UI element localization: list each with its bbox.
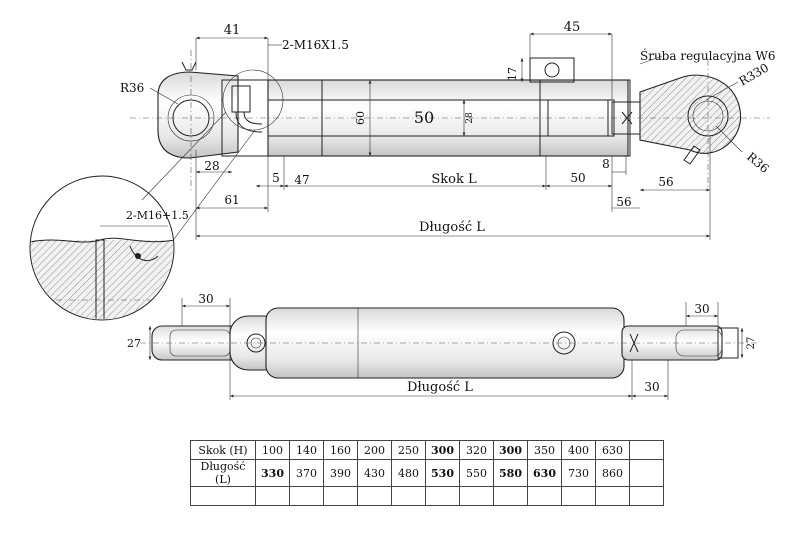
- length-cell: 730: [561, 459, 596, 487]
- detail-thread-callout: 2-M16+1.5: [126, 209, 189, 222]
- empty-cell: [493, 486, 528, 506]
- radius-r36-left: R36: [120, 81, 144, 95]
- stroke-cell: 140: [289, 440, 324, 460]
- length-cell: 430: [357, 459, 392, 487]
- dim-50-bottom: 50: [570, 171, 585, 185]
- detail-marker-circle: [222, 69, 284, 131]
- stroke-cell: 160: [323, 440, 358, 460]
- row-label-length: Długość (L): [190, 459, 256, 487]
- empty-cell: [527, 486, 562, 506]
- dim-5: 5: [272, 171, 280, 185]
- empty-cell: [323, 486, 358, 506]
- detail-view: [29, 175, 175, 321]
- length-label-side: Długość L: [407, 380, 473, 395]
- dim-45: 45: [564, 20, 581, 35]
- port-bore: [231, 85, 251, 113]
- side-dim-27-left: 27: [127, 337, 141, 350]
- port-block: [529, 57, 575, 83]
- screw-label: Śruba regulacyjna W6: [640, 47, 775, 63]
- stroke-cell: 400: [561, 440, 596, 460]
- dim-61: 61: [224, 193, 239, 207]
- empty-cell: [357, 486, 392, 506]
- empty-cell: [391, 486, 426, 506]
- top-sectional-view: [130, 32, 770, 259]
- dim-56-lower: 56: [616, 195, 631, 209]
- side-external-view: [140, 298, 760, 400]
- stroke-cell: 350: [527, 440, 562, 460]
- stroke-cell: 300: [493, 440, 528, 460]
- empty-cell: [459, 486, 494, 506]
- stroke-cell: 100: [255, 440, 290, 460]
- thread-callout-top: 2-M16X1.5: [282, 38, 349, 52]
- empty-cell: [561, 486, 596, 506]
- length-cell: 860: [595, 459, 630, 487]
- stroke-cell: 320: [459, 440, 494, 460]
- dim-47: 47: [294, 173, 309, 187]
- empty-cell: [629, 486, 664, 506]
- radius-r36-right: R36: [744, 150, 772, 176]
- length-cell: 550: [459, 459, 494, 487]
- stroke-cell: 200: [357, 440, 392, 460]
- length-cell: 630: [527, 459, 562, 487]
- empty-cell: [255, 486, 290, 506]
- radius-r330: R330: [737, 60, 772, 88]
- length-label-top: Długość L: [419, 220, 485, 235]
- side-dim-30-left: 30: [198, 292, 213, 306]
- length-cell: 480: [391, 459, 426, 487]
- dim-8: 8: [602, 157, 610, 171]
- stroke-cell: 250: [391, 440, 426, 460]
- empty-cell: [629, 459, 664, 487]
- empty-cell: [190, 486, 256, 506]
- stroke-cell: 630: [595, 440, 630, 460]
- dim-60: 60: [354, 111, 367, 125]
- dim-17: 17: [506, 67, 519, 81]
- empty-cell: [289, 486, 324, 506]
- side-dim-30-bottom: 30: [644, 380, 659, 394]
- length-cell: 530: [425, 459, 460, 487]
- empty-cell: [629, 440, 664, 460]
- length-cell: 330: [255, 459, 290, 487]
- dim-28-rod: 28: [465, 112, 475, 124]
- side-dim-30-right: 30: [694, 302, 709, 316]
- dim-56-right: 56: [658, 175, 673, 189]
- dim-50-rod: 50: [414, 108, 434, 127]
- dim-41: 41: [224, 23, 241, 38]
- table-row-empty: [190, 486, 664, 506]
- length-cell: 370: [289, 459, 324, 487]
- dim-28-left: 28: [204, 159, 219, 173]
- left-clevis-eye: [157, 61, 239, 159]
- right-clevis-eye: [639, 74, 742, 165]
- stroke-cell: 300: [425, 440, 460, 460]
- row-label-stroke: Skok (H): [190, 440, 256, 460]
- empty-cell: [595, 486, 630, 506]
- length-cell: 390: [323, 459, 358, 487]
- length-cell: 580: [493, 459, 528, 487]
- stroke-label: Skok L: [431, 172, 477, 187]
- empty-cell: [425, 486, 460, 506]
- side-dim-27-right: 27: [746, 337, 757, 350]
